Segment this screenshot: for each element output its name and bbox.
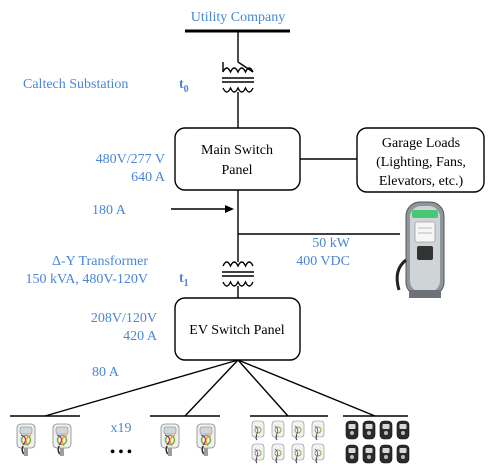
main-switch-panel (174, 127, 301, 191)
branch-line-2 (184, 359, 239, 417)
ellipsis: • • • (110, 445, 132, 460)
transformer-rating-label: 150 kVA, 480V-120V (25, 272, 148, 287)
feeder-current-label: 180 A (92, 203, 127, 218)
transformer-type-label: Δ-Y Transformer (52, 254, 148, 269)
main-panel-line1: Main Switch (201, 143, 273, 158)
dark-charger-cluster-icon (345, 420, 410, 464)
garage-line1: Garage Loads (382, 136, 460, 151)
ev-charger-icon (16, 423, 36, 457)
branch-current-label: 80 A (92, 365, 120, 380)
ev-voltage-label: 208V/120V (91, 311, 157, 326)
garage-loads-box (356, 127, 485, 193)
dc-voltage-label: 400 VDC (296, 254, 350, 269)
ev-charger-icon (160, 423, 180, 457)
dc-power-label: 50 kW (312, 236, 351, 251)
garage-line2: (Lighting, Fans, (376, 155, 466, 170)
repeat-count-label: x19 (111, 421, 132, 436)
transformer-icon (221, 67, 255, 93)
dc-fast-charger-icon (395, 201, 445, 298)
branch-line-4 (237, 359, 376, 417)
main-voltage-label: 480V/277 V (96, 152, 165, 167)
main-current-label: 640 A (131, 170, 166, 185)
main-panel-line2: Panel (221, 163, 252, 178)
t0-label: t0 (179, 77, 189, 95)
ev-charger-cluster-icon (251, 420, 325, 464)
branch-line-1 (44, 359, 239, 417)
t1-label: t1 (179, 271, 189, 289)
branch-line-3 (237, 359, 289, 417)
ev-panel-label: EV Switch Panel (189, 323, 285, 338)
transformer-icon (221, 261, 255, 287)
utility-label: Utility Company (191, 10, 286, 25)
ev-charger-icon (196, 423, 216, 457)
ev-charger-icon (52, 423, 72, 457)
garage-line3: Elevators, etc.) (379, 174, 464, 189)
ev-current-label: 420 A (123, 329, 158, 344)
substation-label: Caltech Substation (23, 77, 128, 92)
